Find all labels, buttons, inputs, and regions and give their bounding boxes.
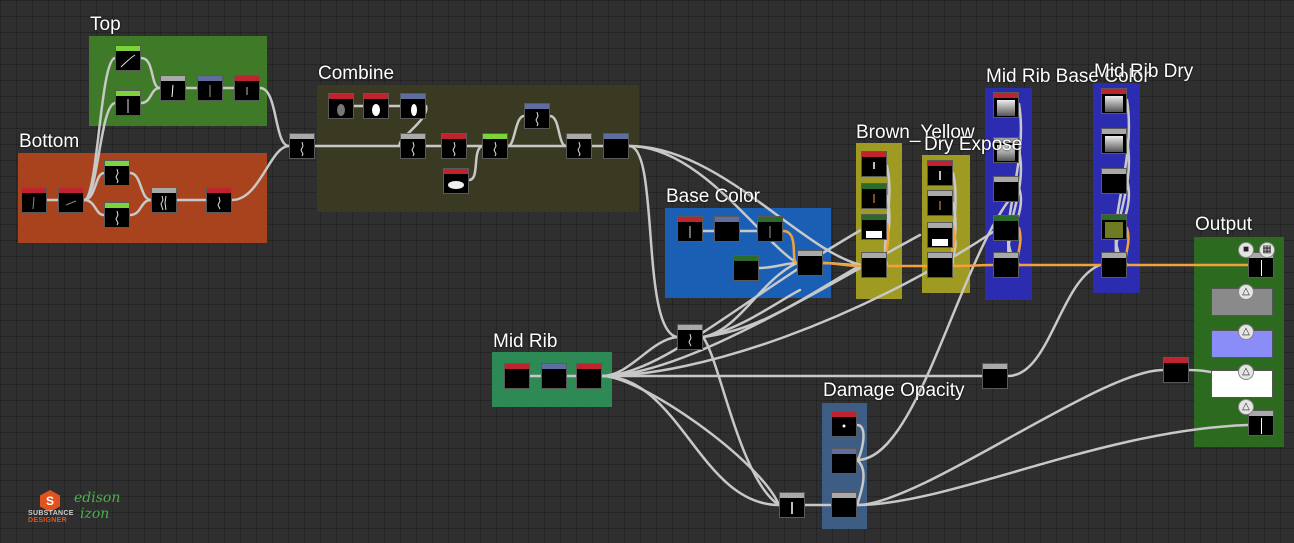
node-base-color-blend[interactable]	[797, 250, 823, 276]
frame-title-damage-opacity: Damage Opacity	[823, 380, 965, 401]
substance-logo-icon: S	[40, 490, 60, 512]
node-bottom-gradient-1[interactable]	[104, 160, 130, 186]
node-merge-top-bottom[interactable]	[289, 133, 315, 159]
node-bottom-transform[interactable]	[58, 187, 84, 213]
node-bottom-output[interactable]	[206, 187, 232, 213]
node-output-invert[interactable]	[1163, 357, 1189, 383]
node-brown-yellow-blend[interactable]	[861, 252, 887, 278]
node-mid-rib-dry-color[interactable]	[1101, 214, 1127, 240]
node-mid-rib-dry-gradient-1[interactable]	[1101, 88, 1127, 114]
node-combine-blend-2[interactable]	[566, 133, 592, 159]
node-mid-rib-blur[interactable]	[541, 363, 567, 389]
frame-title-dry-expose: Dry Expose	[924, 134, 1023, 155]
node-mid-rib-base-blend-1[interactable]	[993, 176, 1019, 202]
cube-icon[interactable]: △	[1238, 364, 1254, 380]
node-damage-opacity-blend[interactable]	[831, 492, 857, 518]
node-damage-opacity-blur[interactable]	[831, 448, 857, 474]
node-bottom-blend[interactable]	[151, 187, 177, 213]
node-combine-blend-1[interactable]	[400, 133, 426, 159]
frame-title-mid-rib-dry: Mid Rib Dry	[1094, 61, 1194, 82]
node-top-blend[interactable]	[160, 75, 186, 101]
node-reroute-blend[interactable]	[677, 324, 703, 350]
node-dry-expose-blend[interactable]	[927, 252, 953, 278]
node-brown-yellow-color-1[interactable]	[861, 183, 887, 209]
node-dry-expose-color-2[interactable]	[927, 222, 953, 248]
node-opacity-blend[interactable]	[982, 363, 1008, 389]
output-preview-icon[interactable]: ■	[1238, 242, 1254, 258]
node-top-gradient-1[interactable]	[115, 45, 141, 71]
node-mid-rib-dry-blend-1[interactable]	[1101, 168, 1127, 194]
node-base-color-source[interactable]	[677, 216, 703, 242]
node-combine-blur[interactable]	[524, 103, 550, 129]
frame-title-mid-rib-base-color: Mid Rib Base Color	[986, 66, 1150, 87]
node-brown-yellow-color-2[interactable]	[861, 214, 887, 240]
node-mid-rib-base-color[interactable]	[993, 215, 1019, 241]
node-combine-gradient[interactable]	[482, 133, 508, 159]
frame-title-output: Output	[1195, 214, 1253, 235]
signature-line2: izon	[80, 506, 110, 522]
cube-icon[interactable]: △	[1238, 284, 1254, 300]
frame-title-combine: Combine	[318, 63, 395, 84]
logo-text-line1: SUBSTANCE	[28, 510, 74, 517]
node-mid-rib-base-blend-2[interactable]	[993, 252, 1019, 278]
frame-title-mid-rib: Mid Rib	[493, 331, 558, 352]
frame-title-bottom: Bottom	[19, 131, 80, 152]
checker-icon[interactable]: ▦	[1259, 242, 1275, 258]
node-bottom-source[interactable]	[21, 187, 47, 213]
node-mid-rib-output[interactable]	[576, 363, 602, 389]
node-mid-rib-dry-gradient-2[interactable]	[1101, 128, 1127, 154]
node-dry-expose-mask[interactable]	[927, 160, 953, 186]
node-base-color-uniform[interactable]	[733, 255, 759, 281]
frame-title-brown-yellow: Brown_Yellow	[856, 122, 975, 143]
node-damage-opacity-shape[interactable]	[831, 411, 857, 437]
node-combine-shape-3[interactable]	[400, 93, 426, 119]
node-combine-shape-2[interactable]	[363, 93, 389, 119]
node-bottom-gradient-2[interactable]	[104, 202, 130, 228]
node-base-color-gradient-map[interactable]	[757, 216, 783, 242]
logo-text-line2: DESIGNER	[28, 517, 67, 524]
signature-line1: edison	[74, 490, 121, 506]
node-combine-warp[interactable]	[441, 133, 467, 159]
cube-icon[interactable]: △	[1238, 324, 1254, 340]
node-dry-expose-color-1[interactable]	[927, 190, 953, 216]
node-brown-yellow-mask[interactable]	[861, 151, 887, 177]
frame-title-top: Top	[90, 14, 121, 35]
cube-icon[interactable]: △	[1238, 399, 1254, 415]
node-combine-shape-4[interactable]	[443, 168, 469, 194]
node-combine-output[interactable]	[603, 133, 629, 159]
node-mid-rib-dry-blend-2[interactable]	[1101, 252, 1127, 278]
node-combine-shape-1[interactable]	[328, 93, 354, 119]
node-top-gradient-2[interactable]	[115, 90, 141, 116]
node-top-blur[interactable]	[197, 75, 223, 101]
node-mid-rib-shape[interactable]	[504, 363, 530, 389]
frame-title-base-color: Base Color	[666, 186, 760, 207]
opacity-output[interactable]	[1248, 410, 1274, 436]
node-top-output[interactable]	[234, 75, 260, 101]
node-damage-merge[interactable]	[779, 492, 805, 518]
node-base-color-levels[interactable]	[714, 216, 740, 242]
node-mid-rib-base-gradient-1[interactable]	[993, 92, 1019, 118]
